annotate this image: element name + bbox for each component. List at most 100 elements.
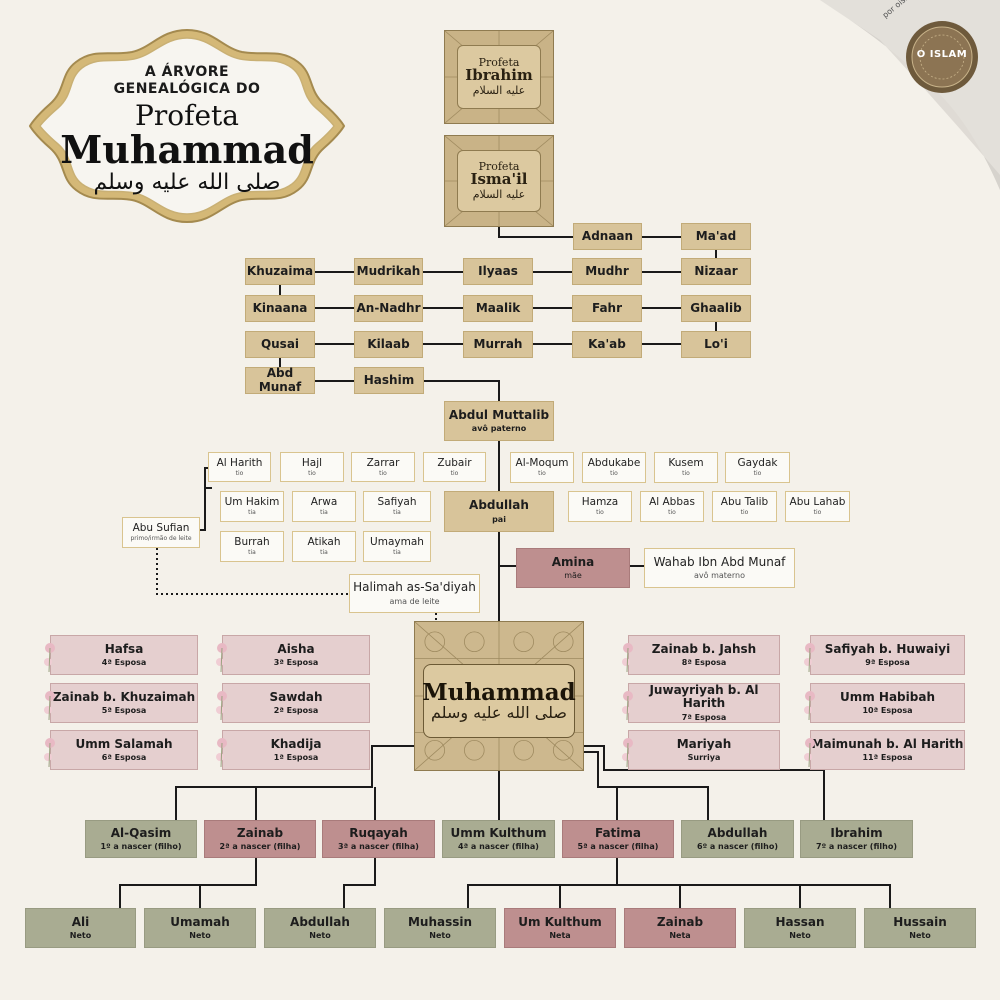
flower-icon xyxy=(804,643,815,673)
grandchild-role: Neto xyxy=(789,931,811,941)
grandchild-name: Zainab xyxy=(656,914,704,929)
ancestor-name: An-Nadhr xyxy=(356,300,421,315)
wife-name: Khadija xyxy=(270,736,322,751)
child-box: Ibrahim 7º a nascer (filho) xyxy=(800,820,913,858)
ancestor-name: Ilyaas xyxy=(478,263,518,278)
flower-icon xyxy=(44,738,55,768)
relative-name: Atikah xyxy=(307,536,341,549)
ancestor-name: Lo'i xyxy=(704,336,728,351)
wife-name: Zainab b. Khuzaimah xyxy=(52,689,196,704)
flower-icon xyxy=(622,691,633,721)
ancestor-name: Mudhr xyxy=(585,263,629,278)
prophet-ismail-box: Profeta Isma'il عليه السلام xyxy=(444,135,554,227)
flower-icon xyxy=(44,643,55,673)
wife-name: Safiyah b. Huwaiyi xyxy=(824,641,951,656)
ancestor-name: Khuzaima xyxy=(246,263,314,278)
wet-nurse-role: ama de leite xyxy=(389,596,440,606)
ancestor-box: Murrah xyxy=(463,331,533,358)
child-order: 7º a nascer (filho) xyxy=(816,842,897,852)
prophet-ibrahim-box: Profeta Ibrahim عليه السلام xyxy=(444,30,554,124)
relative-role: tio xyxy=(740,509,749,517)
relative-name: Zarrar xyxy=(366,456,400,469)
wife-name: Aisha xyxy=(277,641,315,656)
grandfather-name: Abdul Muttalib xyxy=(448,407,550,422)
relative-name: Abdukabe xyxy=(587,457,641,470)
child-name: Ibrahim xyxy=(830,825,883,840)
wife-order: Surriya xyxy=(687,753,721,763)
mother-role: mãe xyxy=(564,571,582,581)
grandchild-role: Neto xyxy=(909,931,931,941)
wife-name: Maimunah b. Al Harith xyxy=(811,736,964,751)
ancestor-box: An-Nadhr xyxy=(354,295,423,322)
relative-role: tio xyxy=(379,469,387,477)
wife-order: 10ª Esposa xyxy=(862,706,913,716)
relative-role: tia xyxy=(320,549,328,557)
prophet-ibrahim-name: Ibrahim xyxy=(465,66,533,85)
relative-name: Hamza xyxy=(581,496,619,509)
relative-role: tio xyxy=(235,469,244,477)
relative-name: Al Abbas xyxy=(649,496,695,509)
wife-order: 9ª Esposa xyxy=(865,658,910,668)
child-order: 5ª a nascer (filha) xyxy=(577,842,659,852)
ancestor-box: Maalik xyxy=(463,295,533,322)
relative-role: tia xyxy=(248,549,256,557)
child-order: 3ª a nascer (filha) xyxy=(338,842,419,852)
wife-box: Umm Habibah 10ª Esposa xyxy=(804,683,965,723)
logo-seal-icon xyxy=(906,21,978,93)
ancestor-box: Kinaana xyxy=(245,295,315,322)
ancestor-box: Ka'ab xyxy=(572,331,642,358)
prophet-ismail-label: Profeta xyxy=(478,160,520,174)
ancestor-box: Ilyaas xyxy=(463,258,533,285)
wife-name: Mariyah xyxy=(676,736,732,751)
wife-order: 1ª Esposa xyxy=(273,753,319,763)
relative-role: tio xyxy=(682,470,690,478)
ancestor-box: Ma'ad xyxy=(681,223,751,250)
ancestor-name: Ma'ad xyxy=(695,228,737,243)
relative-name: Zubair xyxy=(437,456,472,469)
wife-box: Khadija 1ª Esposa xyxy=(216,730,370,770)
ancestor-box: Mudhr xyxy=(572,258,642,285)
child-order: 1º a nascer (filho) xyxy=(100,842,182,852)
ancestor-box: Khuzaima xyxy=(245,258,315,285)
father-name: Abdullah xyxy=(469,498,529,512)
logo-brand: O ISLAM xyxy=(916,49,968,60)
relative-role: tio xyxy=(308,469,316,477)
wife-order: 8ª Esposa xyxy=(681,658,727,668)
wife-name: Umm Habibah xyxy=(839,689,935,704)
relative-name: Gaydak xyxy=(737,457,778,470)
ancestor-box: Ghaalib xyxy=(681,295,751,322)
ancestor-name: Kilaab xyxy=(367,336,410,351)
child-order: 6º a nascer (filho) xyxy=(697,842,778,852)
ancestor-name: Adnaan xyxy=(581,228,634,243)
relative-name: Burrah xyxy=(234,536,270,549)
wet-nurse-box: Halimah as-Sa'diyah ama de leite xyxy=(349,574,480,613)
child-name: Abdullah xyxy=(707,825,768,840)
relative-name: Hajl xyxy=(301,456,323,469)
grandchild-role: Neta xyxy=(669,931,691,941)
